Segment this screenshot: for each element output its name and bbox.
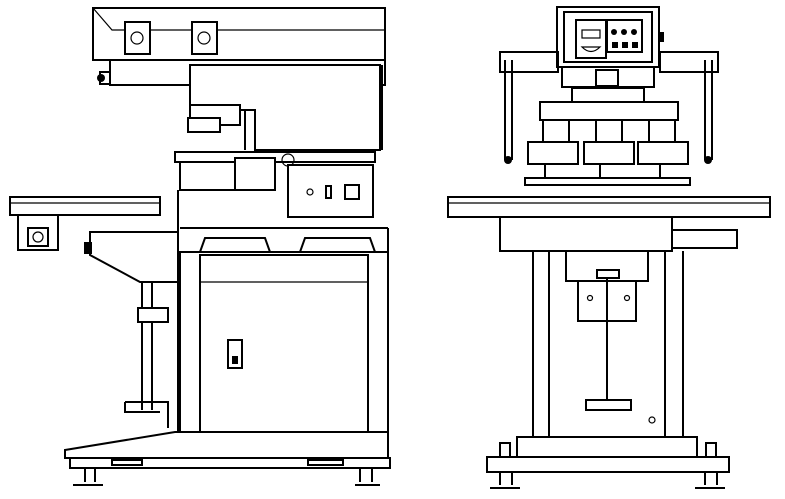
front-view bbox=[447, 6, 771, 489]
side-view bbox=[9, 7, 391, 486]
